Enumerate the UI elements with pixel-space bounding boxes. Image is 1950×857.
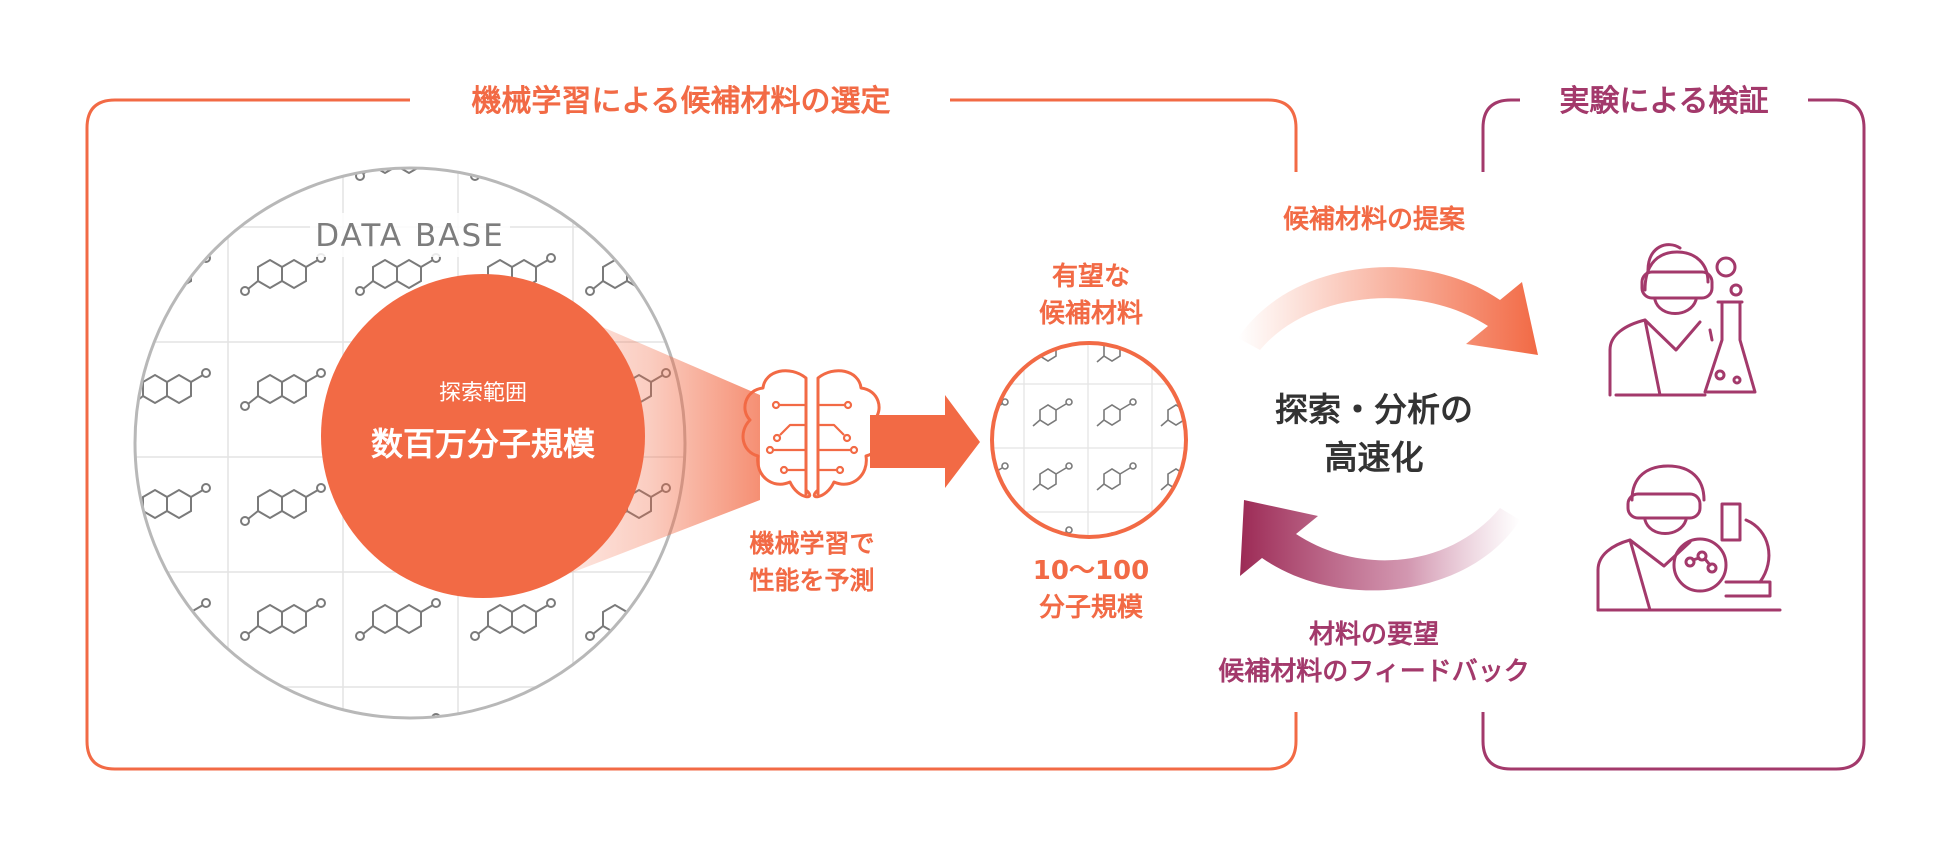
- left-panel-frame: [85, 98, 1298, 771]
- arrow-right-icon: [870, 395, 980, 488]
- feedback-arrow: [1240, 500, 1520, 591]
- left-panel-title: 機械学習による候補材料の選定: [471, 84, 890, 119]
- candidate-circle: [990, 341, 1188, 539]
- count-line1: 10～100: [1033, 556, 1149, 586]
- right-panel-title: 実験による検証: [1559, 84, 1768, 119]
- ml-caption-line1: 機械学習で: [749, 529, 874, 558]
- center-line1: 探索・分析の: [1275, 390, 1473, 429]
- ml-caption-line2: 性能を予測: [749, 566, 874, 595]
- proposal-arrow: [1238, 267, 1538, 355]
- search-range-label: 探索範囲: [439, 381, 527, 406]
- right-panel-frame: [1481, 98, 1866, 771]
- researcher-microscope-icon: [1596, 464, 1782, 612]
- researcher-flask-icon: [1608, 243, 1757, 397]
- center-line2: 高速化: [1325, 438, 1424, 477]
- count-line2: 分子規模: [1039, 593, 1144, 623]
- search-range-circle: [321, 274, 645, 598]
- brain-circuit-icon: [741, 369, 883, 499]
- promising-line2: 候補材料: [1039, 299, 1143, 329]
- search-scale-text: 数百万分子規模: [371, 425, 595, 463]
- feedback-line2: 候補材料のフィードバック: [1218, 657, 1529, 687]
- proposal-label: 候補材料の提案: [1283, 204, 1466, 235]
- database-label: DATA BASE: [315, 218, 504, 254]
- feedback-line1: 材料の要望: [1309, 620, 1439, 650]
- promising-line1: 有望な: [1052, 262, 1130, 292]
